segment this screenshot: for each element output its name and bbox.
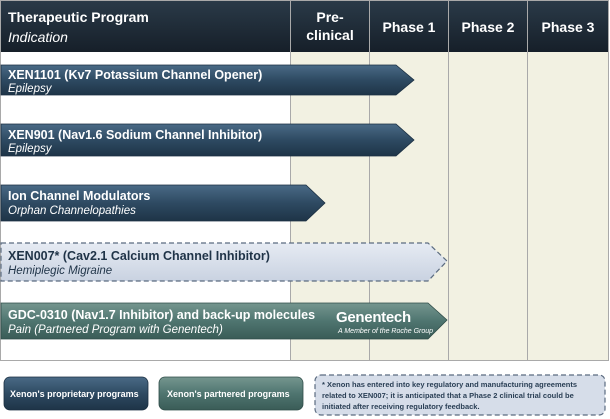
header-indication-label: Indication [8,29,68,45]
header-phase-3: Phase 3 [541,19,595,35]
header-phase-preclinical: Pre- clinical [291,8,369,44]
program-indication-xen1101: Epilepsy [8,83,52,95]
program-name-xen1101: XEN1101 (Kv7 Potassium Channel Opener) [8,68,263,82]
logo-name: Genentech [336,309,411,326]
logo-tagline: A Member of the Roche Group [338,328,434,335]
footnote: * Xenon has entered into key regulatory … [322,379,602,412]
footnote-line3: initiated after receiving regulatory fee… [322,402,480,411]
footnote-line1: * Xenon has entered into key regulatory … [322,380,578,389]
header-phase-1: Phase 1 [382,19,436,35]
program-name-xen007: XEN007* (Cav2.1 Calcium Channel Inhibito… [8,249,270,263]
header-preclinical-line2: clinical [306,27,354,43]
program-arrow-xen901 [0,123,415,157]
header-preclinical-line1: Pre- [316,9,344,25]
header-bar [1,1,608,52]
grid-lines [0,0,609,361]
program-arrow-xen1101 [0,64,415,96]
program-name-xen901: XEN901 (Nav1.6 Sodium Channel Inhibitor) [8,128,263,142]
program-arrow-ion-channel [0,184,326,222]
header-phase-2: Phase 2 [461,19,515,35]
header-program-label: Therapeutic Program [8,9,149,25]
program-indication-xen901: Epilepsy [8,143,52,155]
program-arrow-xen007 [0,242,448,282]
footnote-line2: related to XEN007; it is anticipated tha… [322,391,574,400]
legend-proprietary-box [3,376,149,411]
program-arrow-gdc0310 [0,302,448,340]
legend-proprietary-label: Xenon's proprietary programs [10,389,139,399]
legend-partnered-label: Xenon's partnered programs [167,389,290,399]
program-indication-gdc0310: Pain (Partnered Program with Genentech) [8,324,223,336]
program-name-gdc0310: GDC-0310 (Nav1.7 Inhibitor) and back-up … [8,308,316,322]
footnote-box [314,374,606,416]
legend-partnered-box [158,376,304,411]
program-indication-xen007: Hemiplegic Migraine [8,265,113,277]
program-name-ion-channel: Ion Channel Modulators [8,189,151,203]
program-indication-ion-channel: Orphan Channelopathies [8,205,136,217]
